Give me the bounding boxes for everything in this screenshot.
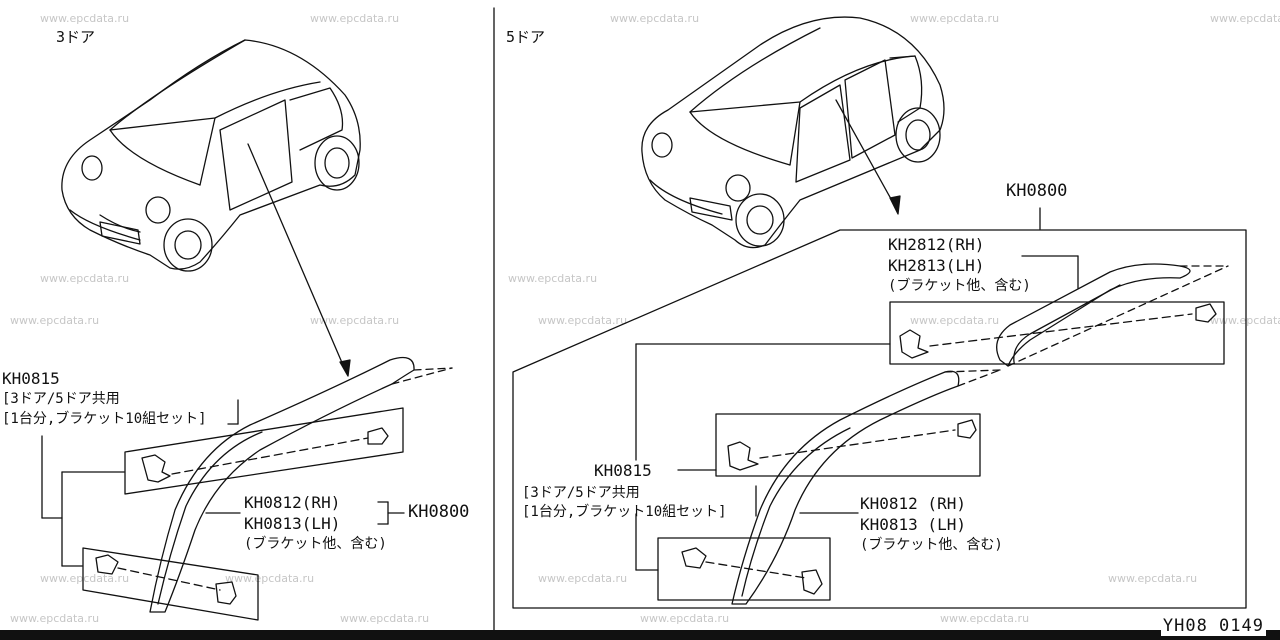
rear-moulding-note: (ブラケット他、含む) xyxy=(888,278,1031,294)
kit-description-line2: [1台分,ブラケット10組セット] xyxy=(522,504,727,520)
leader-arrow xyxy=(835,99,897,209)
watermark: www.epcdata.ru xyxy=(310,314,400,327)
watermark: www.epcdata.ru xyxy=(1108,572,1198,585)
watermark: www.epcdata.ru xyxy=(10,612,100,625)
assembly-part-number[interactable]: KH0800 xyxy=(408,502,470,522)
panel-title-5door: 5ドア xyxy=(506,28,546,46)
visor-moulding-rear xyxy=(996,263,1229,367)
kit-description-line1: [3ドア/5ドア共用 xyxy=(522,485,640,501)
kit-part-number[interactable]: KH0815 xyxy=(2,369,60,388)
assembly-box xyxy=(512,229,1247,609)
watermark: www.epcdata.ru xyxy=(1210,12,1280,25)
watermark: www.epcdata.ru xyxy=(310,12,400,25)
kit-description-line1: [3ドア/5ドア共用 xyxy=(2,391,120,407)
watermark: www.epcdata.ru xyxy=(10,314,100,327)
watermark: www.epcdata.ru xyxy=(538,572,628,585)
leader-arrow xyxy=(247,143,347,373)
watermark: www.epcdata.ru xyxy=(40,272,130,285)
bracket-box-front-upper xyxy=(715,413,981,477)
watermark: www.epcdata.ru xyxy=(40,12,130,25)
watermark: www.epcdata.ru xyxy=(940,612,1030,625)
watermark: www.epcdata.ru xyxy=(225,572,315,585)
watermark: www.epcdata.ru xyxy=(1210,314,1280,327)
front-moulding-rh-part-number[interactable]: KH0812 (RH) xyxy=(860,494,966,513)
car-5door-illustration xyxy=(641,16,945,249)
bracket-box-rear xyxy=(889,301,1225,365)
car-3door-illustration xyxy=(61,39,361,272)
watermark: www.epcdata.ru xyxy=(910,314,1000,327)
moulding-lh-part-number[interactable]: KH0813(LH) xyxy=(244,514,341,533)
bracket-plate-lower-left xyxy=(82,547,259,621)
front-moulding-note: (ブラケット他、含む) xyxy=(860,537,1003,553)
bracket-plate-upper-left xyxy=(124,407,404,495)
diagram-code: YH08 0149 xyxy=(1160,616,1266,636)
panel-title-3door: 3ドア xyxy=(56,28,96,46)
kit-part-number[interactable]: KH0815 xyxy=(594,461,652,480)
watermark: www.epcdata.ru xyxy=(508,272,598,285)
watermark: www.epcdata.ru xyxy=(610,12,700,25)
watermark: www.epcdata.ru xyxy=(910,12,1000,25)
bracket-box-front-lower xyxy=(657,537,831,601)
front-moulding-lh-part-number[interactable]: KH0813 (LH) xyxy=(860,515,966,534)
visor-moulding-front-right xyxy=(731,369,1001,605)
assembly-part-number[interactable]: KH0800 xyxy=(1006,181,1068,201)
watermark: www.epcdata.ru xyxy=(40,572,130,585)
watermark: www.epcdata.ru xyxy=(640,612,730,625)
rear-moulding-rh-part-number[interactable]: KH2812(RH) xyxy=(888,235,985,254)
visor-moulding-front-left xyxy=(149,356,453,613)
moulding-rh-part-number[interactable]: KH0812(RH) xyxy=(244,493,341,512)
moulding-note: (ブラケット他、含む) xyxy=(244,536,387,552)
kit-description-line2: [1台分,ブラケット10組セット] xyxy=(2,411,207,427)
watermark: www.epcdata.ru xyxy=(340,612,430,625)
rear-moulding-lh-part-number[interactable]: KH2813(LH) xyxy=(888,256,985,275)
bottom-bar xyxy=(0,630,1280,640)
watermark: www.epcdata.ru xyxy=(538,314,628,327)
